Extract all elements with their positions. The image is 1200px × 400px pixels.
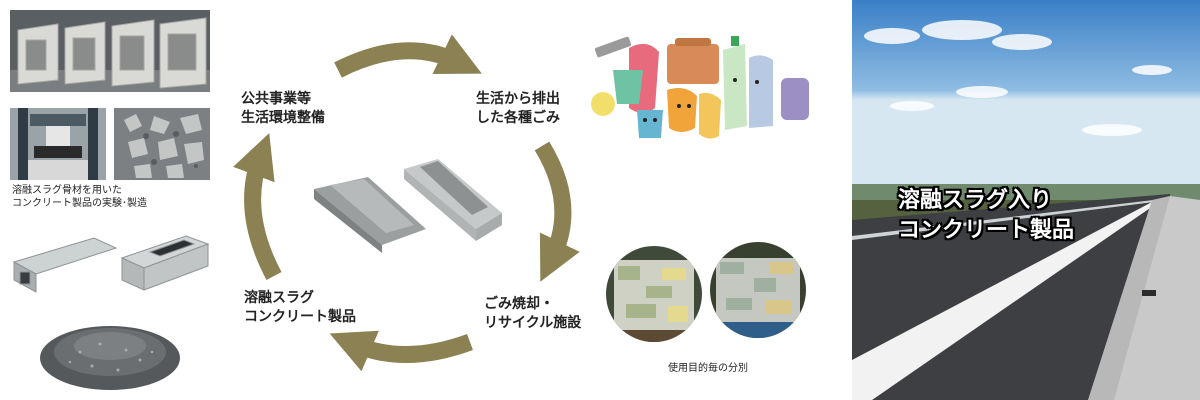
experiment-caption: 溶融スラグ骨材を用いた コンクリート製品の実験･製造 bbox=[12, 185, 147, 209]
arrow-bottom bbox=[329, 330, 473, 372]
arrow-right bbox=[534, 141, 580, 282]
step-incineration-recycling: ごみ焼却・ リサイクル施設 bbox=[484, 296, 582, 331]
molten-slag-pile-photo bbox=[30, 300, 190, 396]
concrete-curb-blocks-image bbox=[314, 159, 502, 253]
recycle-cycle-arrows bbox=[233, 34, 580, 372]
step-public-works: 公共事業等 生活環境整備 bbox=[241, 91, 325, 126]
arrow-left bbox=[233, 133, 282, 280]
sorted-waste-bale-photo-1 bbox=[606, 246, 702, 342]
step-household-waste: 生活から排出 した各種ごみ bbox=[476, 91, 560, 126]
road-with-slag-concrete-photo bbox=[852, 0, 1200, 400]
sorted-waste-bale-photo-2 bbox=[710, 242, 806, 338]
sorting-caption: 使用目的毎の分別 bbox=[668, 363, 748, 374]
arrow-top bbox=[334, 34, 482, 78]
household-waste-illustration bbox=[591, 36, 809, 139]
step-slag-concrete: 溶融スラグ コンクリート製品 bbox=[244, 290, 356, 325]
compression-test-photo bbox=[10, 108, 106, 180]
concrete-gutter-products-photo bbox=[10, 218, 210, 294]
road-panel-title: 溶融スラグ入り コンクリート製品 bbox=[898, 188, 1075, 243]
precast-channels-photo bbox=[10, 10, 210, 92]
slag-aggregate-closeup-photo bbox=[114, 108, 210, 180]
